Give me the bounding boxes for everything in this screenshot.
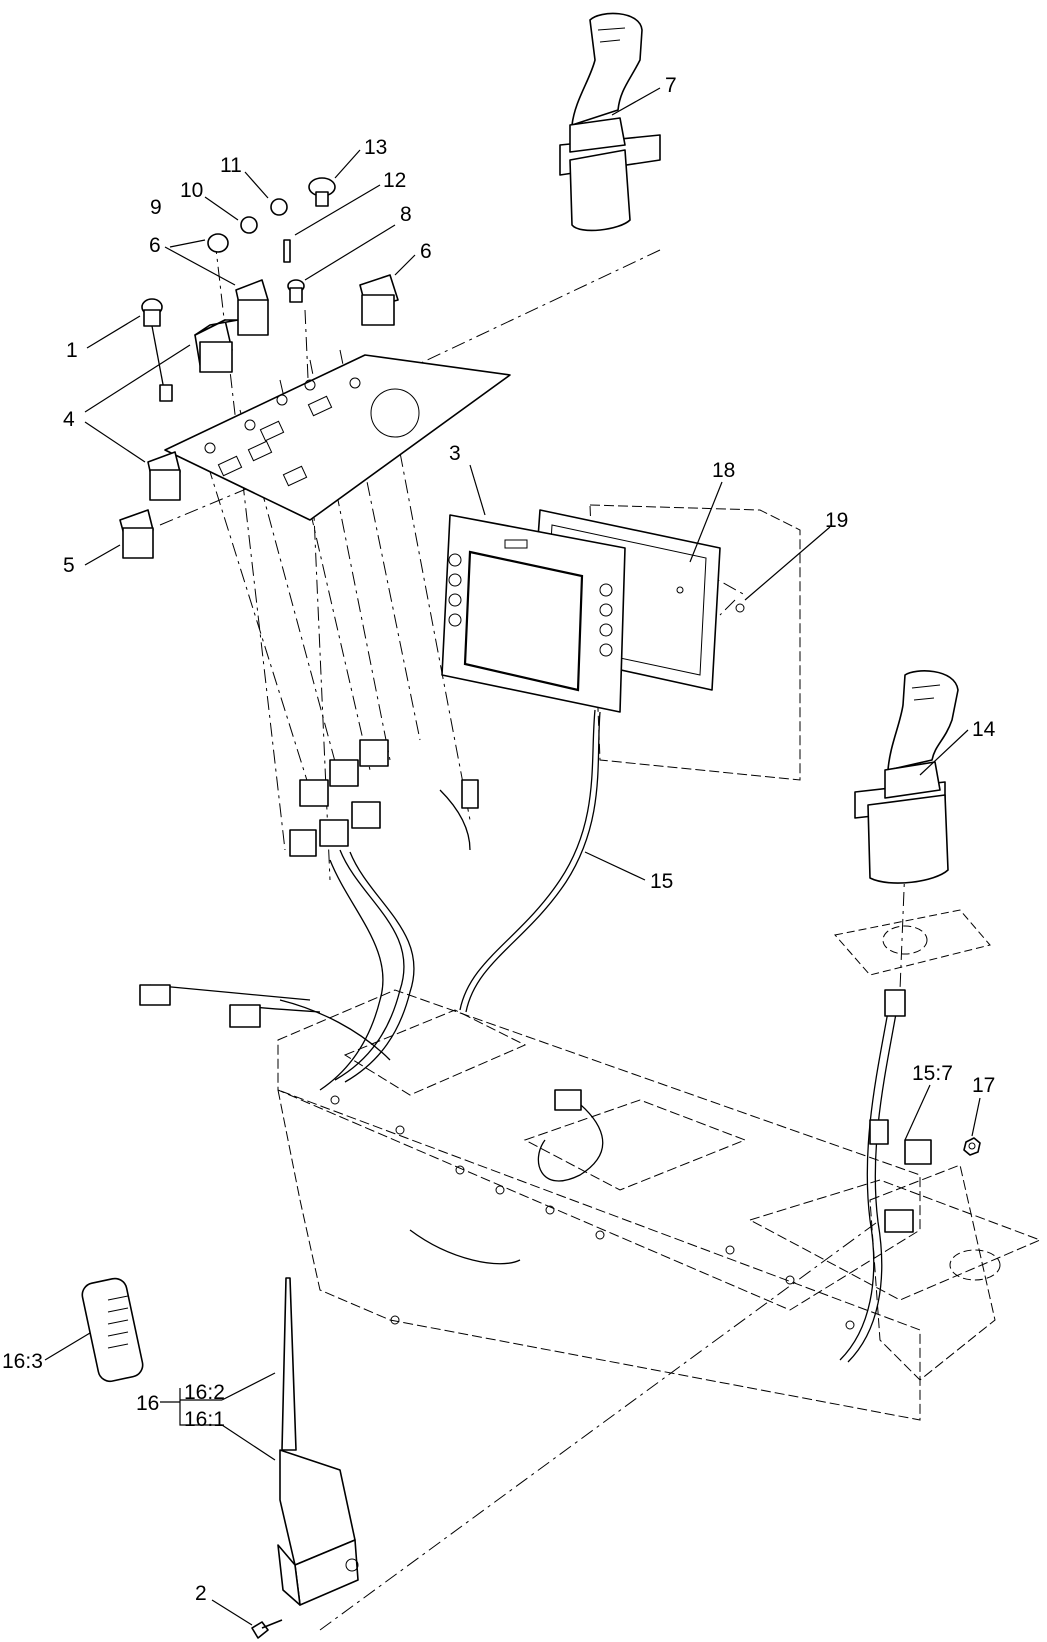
callout-10: 10 [180,179,203,202]
leader-lines [44,87,981,1626]
callout-16-3: 16:3 [2,1350,43,1373]
callout-14: 14 [972,718,996,741]
joystick-7 [559,12,661,232]
callout-7: 7 [665,74,677,97]
cover-16-3 [81,1277,144,1383]
rocker-switches [119,274,399,559]
console-base [277,989,1042,1421]
callout-13: 13 [364,136,387,159]
rocker-switch-6-left [235,279,269,336]
callout-2: 2 [195,1582,207,1605]
bolt-2 [251,1619,283,1639]
callout-6-right: 6 [420,240,432,263]
callout-4: 4 [63,408,75,431]
knob-11 [270,198,288,216]
callout-6-left: 6 [149,234,161,257]
nut-17 [963,1137,981,1156]
callout-16-2: 16:2 [184,1381,225,1404]
callout-5: 5 [63,554,75,577]
knob-10 [240,216,258,234]
rocker-switch-5 [119,509,154,559]
callout-17: 17 [972,1074,995,1097]
callout-19: 19 [825,509,848,532]
callout-15: 15 [650,870,673,893]
callout-12: 12 [383,169,406,192]
callout-1: 1 [66,339,78,362]
lamp-12 [283,239,291,263]
callout-8: 8 [400,203,412,226]
pushbutton-13 [308,177,336,207]
knobs-and-buttons [141,177,336,402]
switch-panel-plate [164,354,511,521]
callout-3: 3 [449,442,461,465]
rocker-switch-4a [194,319,239,373]
rocker-switch-6-right [359,274,399,326]
callout-labels: 1 4 5 6 9 10 11 13 12 8 6 7 3 18 19 14 1… [2,74,996,1605]
callout-9: 9 [150,196,162,219]
callout-11: 11 [220,154,242,177]
rocker-switch-4b [147,451,181,501]
callout-18: 18 [712,459,735,482]
callout-16-1: 16:1 [184,1408,225,1431]
radio-receiver-16 [277,1277,359,1606]
display-assembly [441,504,801,781]
joystick-14 [834,670,991,976]
callout-16: 16 [136,1392,159,1415]
knob-9 [207,233,229,253]
wiring-harness [139,709,932,1363]
key-switch-1 [141,298,173,402]
callout-15-7: 15:7 [912,1062,953,1085]
indicator-light-8 [287,279,305,303]
